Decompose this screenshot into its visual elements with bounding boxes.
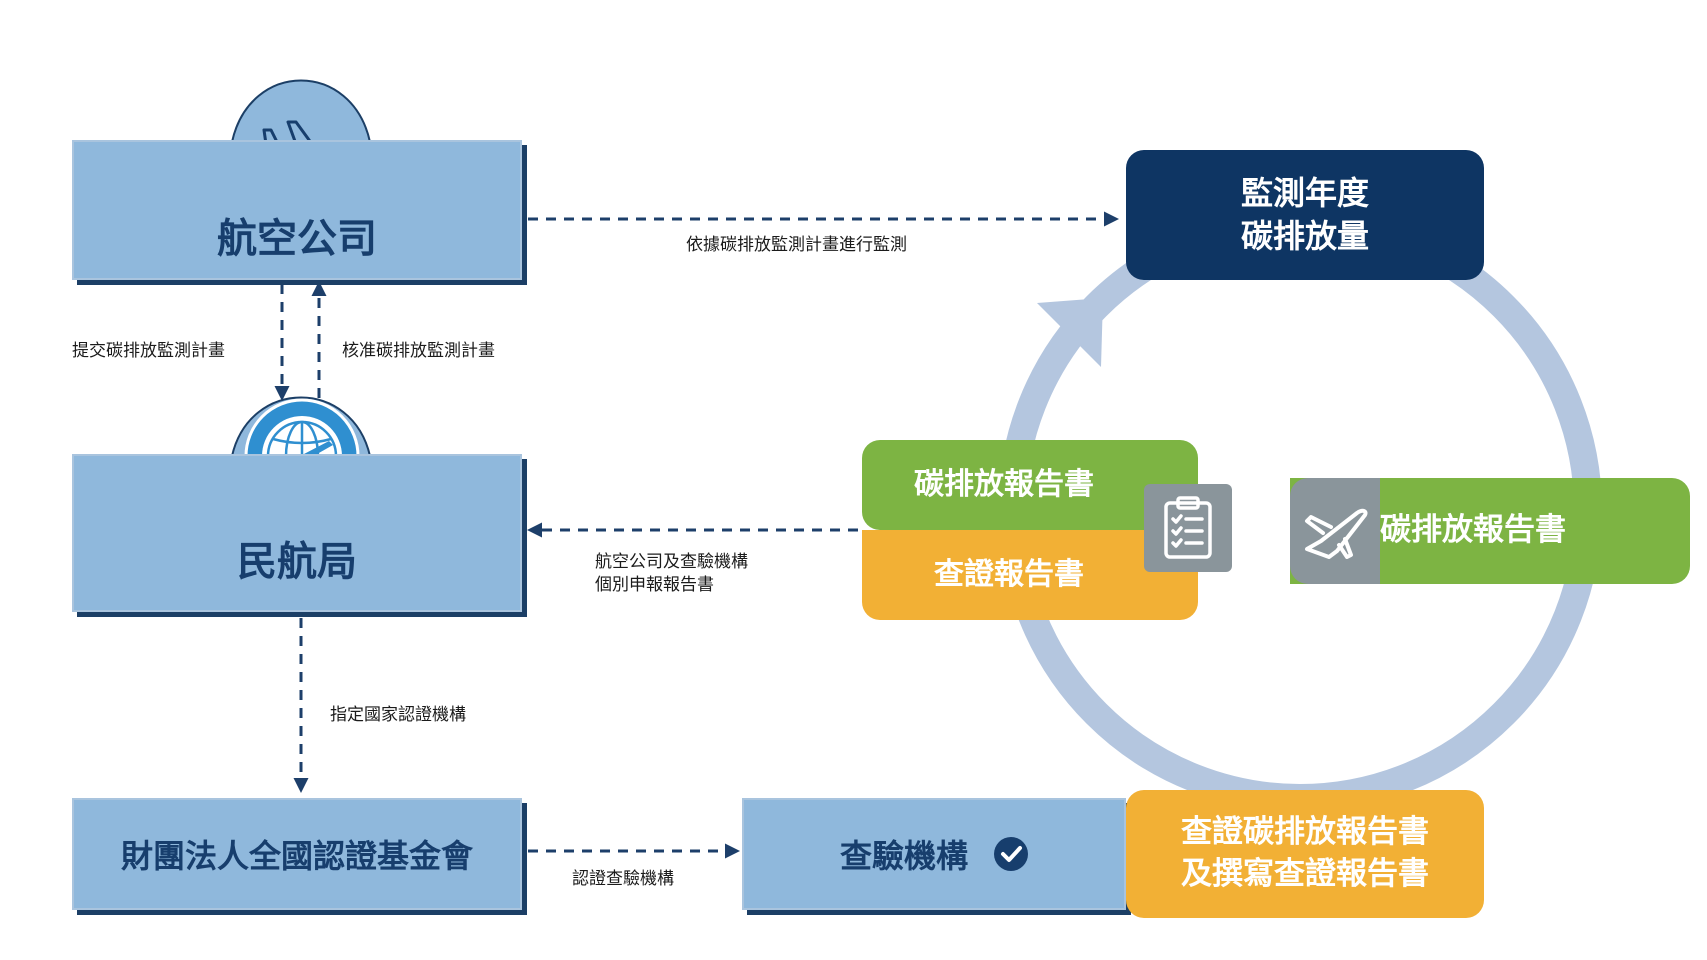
edge-label-report-2: 個別申報報告書 <box>595 575 714 595</box>
checkmark-circle-icon <box>994 837 1028 871</box>
edge-label-approve-plan: 核准碳排放監測計畫 <box>342 341 495 361</box>
taf-label: 財團法人全國認證基金會 <box>120 837 473 875</box>
cycle-ring-arrowhead <box>1037 298 1103 367</box>
edge-label-submit-plan: 提交碳排放監測計畫 <box>72 341 225 361</box>
edge-label-accredit: 認證查驗機構 <box>572 869 674 889</box>
taf-box: 財團法人全國認證基金會 <box>72 798 522 910</box>
edge-label-report-1: 航空公司及查驗機構 <box>595 552 748 572</box>
monitor-card-line1: 監測年度 <box>1240 173 1369 212</box>
verifier-box: 查驗機構 <box>742 798 1126 910</box>
monitor-emissions-card: 監測年度 碳排放量 <box>1126 150 1484 280</box>
airline-box: 航空公司 <box>72 140 522 280</box>
edge-label-monitor: 依據碳排放監測計畫進行監測 <box>686 235 907 255</box>
verification-report-card: 查證報告書 <box>862 530 1198 620</box>
verify-report-card: 查證碳排放報告書 及撰寫查證報告書 <box>1126 790 1484 918</box>
compile-card-icon-tab <box>1290 478 1380 584</box>
airplane-icon <box>1305 508 1368 559</box>
edge-label-designate: 指定國家認證機構 <box>330 705 466 725</box>
emission-report-label: 碳排放報告書 <box>914 466 1094 502</box>
airline-tab <box>230 79 372 143</box>
verify-card-line2: 及撰寫查證報告書 <box>1181 856 1429 892</box>
emission-report-card: 碳排放報告書 <box>862 440 1198 530</box>
verifier-label: 查驗機構 <box>839 837 968 875</box>
clipboard-checklist-icon <box>1144 484 1232 572</box>
caa-box: 民航局 <box>72 454 522 612</box>
verification-report-label: 查證報告書 <box>934 556 1084 592</box>
verify-card-line1: 查證碳排放報告書 <box>1181 814 1429 851</box>
airline-label: 航空公司 <box>217 216 377 262</box>
monitor-card-line2: 碳排放量 <box>1240 217 1369 255</box>
caa-label: 民航局 <box>237 539 357 585</box>
